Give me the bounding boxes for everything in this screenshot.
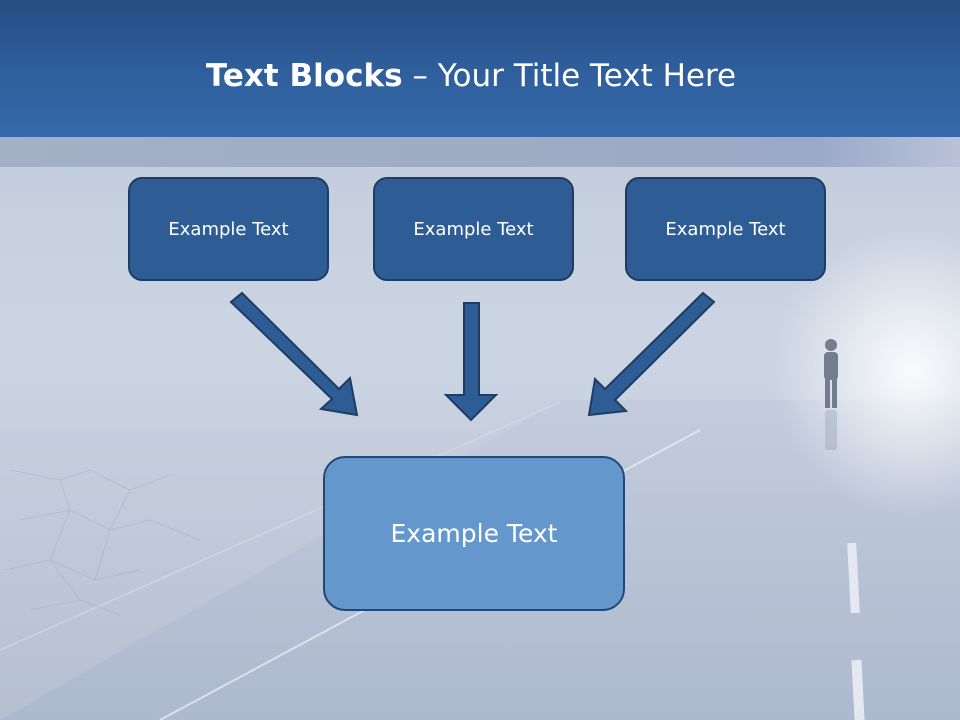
slide-title: Text Blocks – Your Title Text Here	[0, 54, 942, 98]
title-regular-part: – Your Title Text Here	[402, 58, 737, 94]
text-block-3[interactable]: Example Text	[625, 177, 826, 281]
text-block-1-label: Example Text	[168, 218, 289, 240]
header-band	[0, 137, 960, 167]
text-block-2-label: Example Text	[413, 218, 534, 240]
title-bold-part: Text Blocks	[205, 58, 403, 94]
result-text-block[interactable]: Example Text	[323, 456, 625, 611]
text-block-2[interactable]: Example Text	[373, 177, 574, 281]
title-bar	[0, 0, 960, 137]
person-silhouette	[824, 339, 838, 408]
text-block-3-label: Example Text	[665, 218, 786, 240]
result-text-block-label: Example Text	[390, 519, 558, 548]
text-block-1[interactable]: Example Text	[128, 177, 329, 281]
